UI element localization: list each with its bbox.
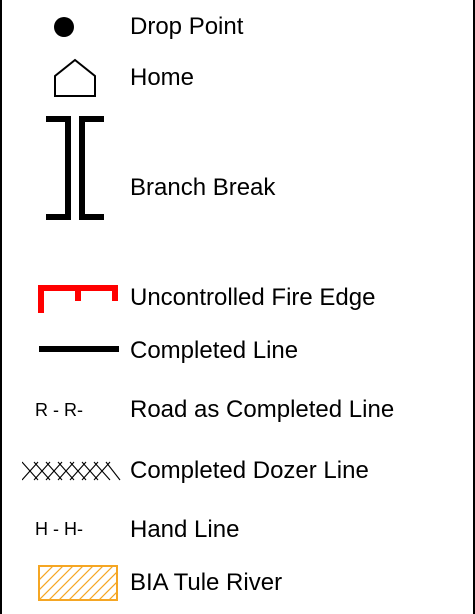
drop-point-icon: [54, 17, 74, 37]
legend-label-road-completed-line: Road as Completed Line: [130, 396, 395, 423]
hand-line-symbol: H - H-: [35, 519, 83, 539]
home-icon: [54, 58, 96, 97]
legend-label-bia-tule-river: BIA Tule River: [130, 569, 283, 596]
legend-label-branch-break: Branch Break: [130, 174, 276, 201]
road-completed-line-symbol: R - R-: [35, 400, 83, 420]
legend-label-completed-line: Completed Line: [130, 337, 299, 364]
legend-label-hand-line: Hand Line: [130, 516, 240, 543]
legend-label-uncontrolled-fire-edge: Uncontrolled Fire Edge: [130, 284, 376, 311]
uncontrolled-fire-edge-icon: [38, 285, 118, 313]
branch-break-icon: [46, 116, 104, 220]
bia-tule-river-icon: [38, 565, 118, 601]
legend-label-completed-dozer-line: Completed Dozer Line: [130, 457, 369, 484]
legend-label-home: Home: [130, 64, 195, 91]
legend-label-drop-point: Drop Point: [130, 13, 244, 40]
completed-line-icon: [39, 346, 119, 352]
completed-dozer-line-icon: [22, 461, 121, 481]
